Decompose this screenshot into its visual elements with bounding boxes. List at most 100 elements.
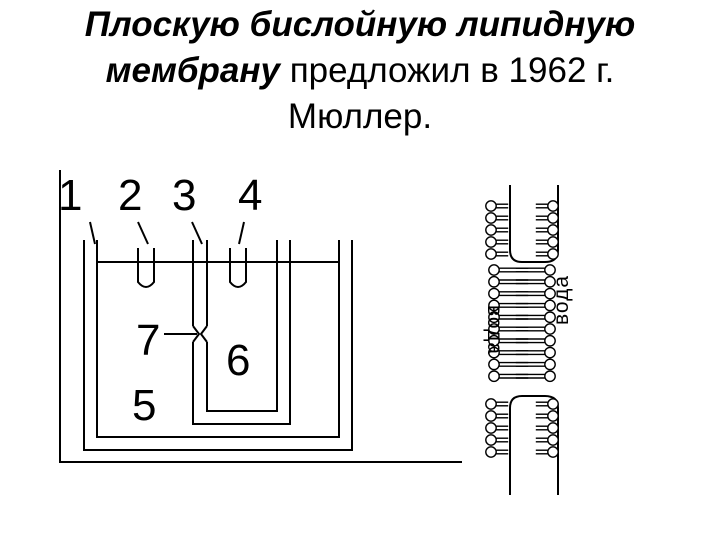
lipid-molecule-lower-right xyxy=(535,434,559,446)
lipid-molecule-bilayer-left xyxy=(488,287,529,300)
lipid-molecule-bilayer-left xyxy=(488,275,529,288)
teflon-cup-outer xyxy=(192,240,291,425)
label-2: 2 xyxy=(118,171,142,220)
lipid-head xyxy=(488,346,500,359)
label-4: 4 xyxy=(238,171,262,220)
lipid-head xyxy=(488,299,500,312)
lipid-head xyxy=(488,311,500,324)
title-emphasis-2: мембрану xyxy=(105,51,280,90)
title-line-3: Мюллер. xyxy=(287,97,433,136)
lipid-molecule-upper-left xyxy=(485,248,509,260)
lipid-molecule-upper-right xyxy=(535,212,559,224)
lipid-molecule-bilayer-right xyxy=(515,275,556,288)
lipid-molecule-upper-right xyxy=(535,200,559,212)
slide-title: Плоскую бислойную липидную мембрану пред… xyxy=(20,2,700,140)
lipid-head xyxy=(544,358,556,371)
lipid-molecule-lower-left xyxy=(485,398,509,410)
lipid-head xyxy=(544,275,556,288)
lipid-head xyxy=(547,236,559,248)
lipid-head xyxy=(488,358,500,371)
label-5: 5 xyxy=(132,381,156,430)
lipid-head xyxy=(485,446,497,458)
lipid-head xyxy=(547,224,559,236)
electrode-2 xyxy=(137,248,155,288)
label-1: 1 xyxy=(58,171,82,220)
lipid-head xyxy=(485,224,497,236)
lipid-head xyxy=(485,200,497,212)
inner-vessel xyxy=(96,240,340,438)
lipid-molecule-bilayer-right xyxy=(515,264,556,276)
lipid-head xyxy=(544,287,556,300)
lipid-molecule-bilayer-right xyxy=(515,358,556,371)
lipid-head xyxy=(547,200,559,212)
lipid-molecule-bilayer-right xyxy=(515,346,556,359)
lipid-head xyxy=(544,264,556,276)
lipid-head xyxy=(547,434,559,446)
lipid-molecule-upper-left xyxy=(485,224,509,236)
lipid-molecule-upper-right xyxy=(535,248,559,260)
lipid-head xyxy=(488,323,500,335)
lipid-molecule-lower-right xyxy=(535,446,559,458)
leader-line-1 xyxy=(89,221,96,245)
lipid-molecule-upper-right xyxy=(535,236,559,248)
lipid-head xyxy=(544,346,556,359)
outer-vessel xyxy=(83,240,353,451)
lipid-molecule-bilayer-right xyxy=(515,334,556,347)
lipid-molecule-bilayer-right xyxy=(515,323,556,335)
lipid-head xyxy=(547,248,559,260)
label-3: 3 xyxy=(172,171,196,220)
membrane-aperture xyxy=(192,325,208,343)
title-line-2: мембрану предложил в 1962 г. xyxy=(20,48,700,94)
lipid-head xyxy=(485,398,497,410)
leader-line-4 xyxy=(238,221,245,245)
lipid-molecule-lower-left xyxy=(485,410,509,422)
teflon-cup-top xyxy=(192,240,208,326)
lipid-molecule-lower-right xyxy=(535,422,559,434)
lipid-molecule-lower-left xyxy=(485,434,509,446)
lipid-molecule-bilayer-left xyxy=(488,358,529,371)
lipid-head xyxy=(485,410,497,422)
title-line-1: Плоскую бислойную липидную xyxy=(20,2,700,48)
lipid-head xyxy=(485,236,497,248)
lipid-molecule-lower-right xyxy=(535,410,559,422)
water-label-left: вода xyxy=(483,305,506,355)
lipid-head xyxy=(544,334,556,347)
label-6: 6 xyxy=(226,336,250,385)
lipid-molecule-bilayer-left xyxy=(488,370,529,383)
lipid-head xyxy=(547,410,559,422)
lipid-head xyxy=(547,422,559,434)
lipid-head xyxy=(488,334,500,347)
frame-axes xyxy=(59,170,462,463)
lipid-molecule-lower-right xyxy=(535,398,559,410)
lipid-head xyxy=(544,311,556,324)
lipid-head xyxy=(488,370,500,383)
lipid-molecule-lower-left xyxy=(485,446,509,458)
lipid-head xyxy=(544,299,556,312)
mueller-apparatus xyxy=(59,170,462,463)
lipid-head xyxy=(485,212,497,224)
lipid-molecule-upper-left xyxy=(485,212,509,224)
title-rest: предложил в 1962 г. xyxy=(279,51,615,90)
lipid-molecule-upper-left xyxy=(485,236,509,248)
lipid-molecule-bilayer-right xyxy=(515,311,556,324)
lipid-head xyxy=(485,248,497,260)
lipid-molecule-lower-left xyxy=(485,422,509,434)
lipid-head xyxy=(547,446,559,458)
lipid-bilayer xyxy=(485,185,559,495)
lipid-head xyxy=(547,398,559,410)
lipid-head xyxy=(544,370,556,383)
leader-line-2 xyxy=(137,221,149,245)
lipid-head xyxy=(488,275,500,288)
lipid-molecule-upper-left xyxy=(485,200,509,212)
lipid-molecule-bilayer-right xyxy=(515,299,556,312)
teflon-cup-inner xyxy=(206,240,278,412)
leader-line-3 xyxy=(191,221,203,245)
lipid-head xyxy=(488,287,500,300)
lipid-molecule-upper-right xyxy=(535,224,559,236)
lipid-head xyxy=(485,434,497,446)
lipid-molecule-bilayer-left xyxy=(488,264,529,276)
label-7: 7 xyxy=(136,316,160,365)
lipid-head xyxy=(485,422,497,434)
title-emphasis-1: Плоскую бислойную липидную xyxy=(84,5,636,44)
